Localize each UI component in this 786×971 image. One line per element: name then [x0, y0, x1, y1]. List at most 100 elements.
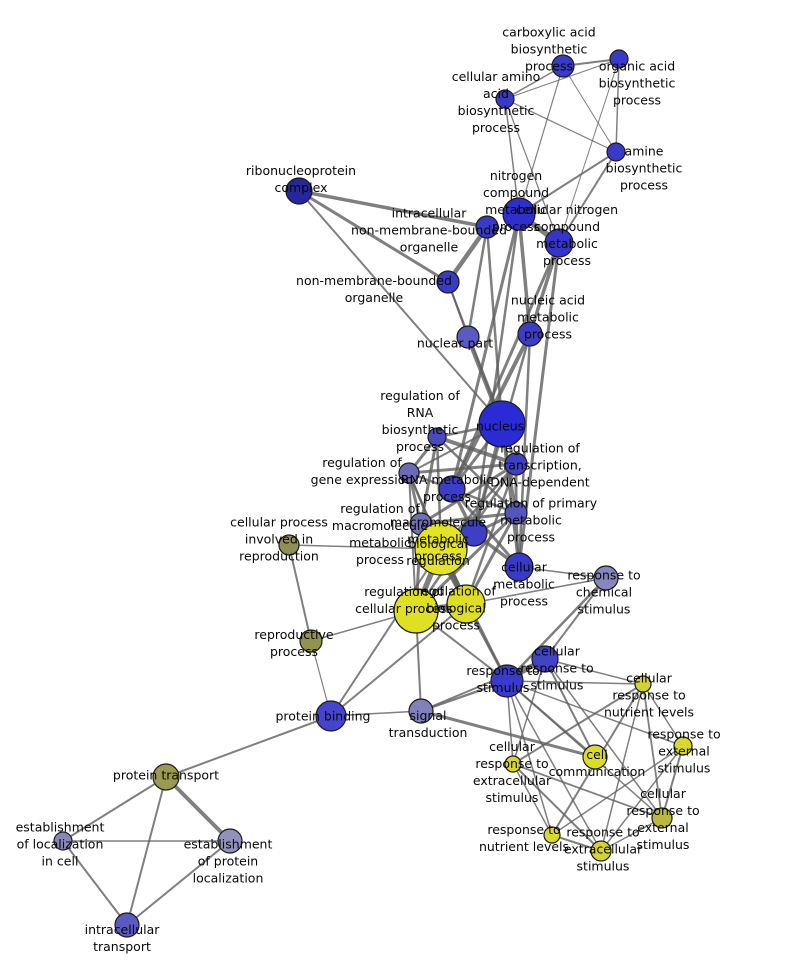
node-label-nuclear_part-line1: nuclear part	[417, 336, 493, 351]
node-label-reg_gene_expression-line2: gene expression	[311, 472, 414, 487]
edge-cellular_response_stimulus--cell_resp_external	[544, 658, 663, 819]
node-reproductive_process[interactable]	[299, 629, 323, 653]
node-nucleus[interactable]	[478, 400, 526, 448]
node-label-cell_resp_extracellular-line3: extracellular	[473, 773, 552, 788]
edge-carboxylic--nitrogen_compound	[518, 65, 564, 215]
edge-cellular_response_stimulus--cell_resp_nutrient	[544, 658, 644, 685]
node-label-organic-line3: process	[613, 93, 661, 108]
node-response_chemical[interactable]	[593, 565, 619, 591]
edge-response_chemical--response_stimulus	[505, 576, 608, 683]
node-reg_cellular[interactable]	[393, 588, 439, 634]
node-cell_resp_nutrient[interactable]	[634, 675, 652, 693]
edge-est_protein_localization--intracellular_transport	[126, 840, 231, 926]
node-intracellular_nmb[interactable]	[475, 215, 499, 239]
edge-cell_resp_extracellular--cell_resp_external	[512, 763, 663, 819]
node-label-est_protein_localization-line3: localization	[193, 871, 264, 886]
edge-response_chemical--reg_biological	[465, 577, 607, 605]
node-label-carboxylic-line2: biosynthetic	[511, 42, 588, 57]
node-response_stimulus[interactable]	[490, 664, 524, 698]
node-est_localization_cell[interactable]	[53, 831, 73, 851]
edge-nucleic_acid--cellular_metabolic	[517, 332, 532, 569]
node-est_protein_localization[interactable]	[217, 828, 243, 854]
edge-reg_primary--reg_cellular	[414, 511, 518, 613]
node-reg_transcription[interactable]	[504, 452, 528, 476]
node-biological_regulation[interactable]	[414, 522, 468, 576]
node-intracellular_transport[interactable]	[114, 912, 140, 938]
node-cellular_process_repro[interactable]	[278, 534, 300, 556]
edge-ribonucleoprotein--nucleus	[298, 190, 503, 425]
node-label-organic-line2: biosynthetic	[599, 76, 676, 91]
node-resp_extracellular[interactable]	[590, 840, 612, 862]
node-amine[interactable]	[606, 142, 626, 162]
edge-protein_binding--protein_transport	[165, 715, 332, 778]
edge-ribonucleoprotein--intracellular_nmb	[297, 189, 489, 229]
edge-nitrogen_compound--rna_metabolic	[450, 212, 521, 491]
node-organic[interactable]	[609, 49, 629, 69]
node-rna_metabolic[interactable]	[438, 475, 466, 503]
node-cellular_nitrogen[interactable]	[544, 228, 574, 258]
edge-cell_resp_nutrient--resp_external	[642, 683, 684, 747]
node-nmb_organelle[interactable]	[436, 270, 460, 294]
node-ribonucleoprotein[interactable]	[285, 177, 313, 205]
edge-response_stimulus--cell_resp_nutrient	[506, 680, 644, 685]
edge-organic--amine	[615, 58, 620, 153]
node-cellular_metabolic[interactable]	[504, 552, 534, 582]
node-cell_resp_external[interactable]	[651, 807, 673, 829]
node-cellular_response_stimulus[interactable]	[531, 645, 559, 673]
node-label-intracellular_transport-line2: transport	[93, 939, 151, 954]
edge-amine--nitrogen_compound	[518, 151, 617, 215]
node-nitrogen_compound[interactable]	[502, 197, 536, 231]
node-reg_rna_biosynthetic[interactable]	[427, 427, 447, 447]
node-label-amine-line1: amine	[625, 144, 664, 159]
node-label-est_localization_cell-line3: in cell	[42, 854, 79, 869]
edge-protein_transport--est_protein_localization	[164, 775, 232, 843]
node-label-cell_resp_external-line4: stimulus	[637, 837, 690, 852]
edge-cell_resp_extracellular--resp_nutrient	[512, 763, 553, 836]
node-resp_nutrient[interactable]	[543, 826, 561, 844]
node-carboxylic[interactable]	[551, 54, 575, 78]
node-cell_resp_extracellular[interactable]	[504, 755, 522, 773]
node-reg_primary[interactable]	[504, 501, 528, 525]
node-label-ribonucleoprotein-line1: ribonucleoprotein	[246, 163, 356, 178]
node-label-cell_resp_extracellular-line4: stimulus	[486, 790, 539, 805]
node-label-reg_macromolecule-line1: regulation of	[340, 501, 420, 516]
edge-amine--cellular_nitrogen	[558, 151, 617, 244]
edge-resp_external--cell_resp_external	[661, 745, 684, 819]
edge-cell_communication--signal_transduction	[419, 709, 597, 759]
edge-cellular_response_stimulus--cell_resp_extracellular	[512, 658, 546, 765]
edge-cell_resp_external--resp_extracellular	[600, 817, 663, 852]
edge-response_stimulus--resp_nutrient	[506, 680, 553, 836]
node-nucleic_acid[interactable]	[517, 321, 543, 347]
node-protein_binding[interactable]	[315, 700, 347, 732]
edge-cellular_response_stimulus--signal_transduction	[420, 658, 546, 712]
node-reg_biological[interactable]	[446, 584, 486, 624]
node-signal_transduction[interactable]	[408, 698, 434, 724]
node-label-reg_macromolecule-line4: process	[356, 552, 404, 567]
node-label-cell_resp_nutrient-line3: nutrient levels	[604, 705, 694, 720]
node-label-reg_rna_biosynthetic-line1: regulation of	[380, 388, 460, 403]
node-resp_external[interactable]	[673, 736, 693, 756]
edge-cellular_response_stimulus--cell_communication	[544, 658, 596, 758]
edge-cell_resp_nutrient--cell_resp_external	[642, 683, 663, 819]
node-cell_communication[interactable]	[582, 744, 608, 770]
edge-reg_biological--protein_binding	[330, 603, 467, 717]
nodes-layer	[53, 49, 693, 938]
edge-cell_resp_extracellular--resp_extracellular	[512, 763, 602, 852]
node-cellular_amino[interactable]	[495, 89, 515, 109]
node-label-amine-line3: process	[620, 178, 668, 193]
node-protein_transport[interactable]	[152, 763, 180, 791]
node-label-intracellular_nmb-line1: intracellular	[392, 206, 468, 221]
node-nuclear_part[interactable]	[456, 325, 480, 349]
node-label-cellular_amino-line1: cellular amino	[452, 69, 541, 84]
node-label-cellular_amino-line3: biosynthetic	[458, 103, 535, 118]
node-label-reg_gene_expression-line1: regulation of	[322, 455, 402, 470]
edge-cellular_amino--organic	[504, 58, 620, 100]
node-reg_gene_expression[interactable]	[398, 462, 420, 484]
node-label-amine-line2: biosynthetic	[606, 161, 683, 176]
node-label-nmb_organelle-line2: organelle	[345, 290, 404, 305]
node-label-signal_transduction-line2: transduction	[389, 725, 468, 740]
edge-organic--cellular_nitrogen	[558, 58, 620, 244]
edge-protein_transport--est_localization_cell	[62, 776, 167, 842]
